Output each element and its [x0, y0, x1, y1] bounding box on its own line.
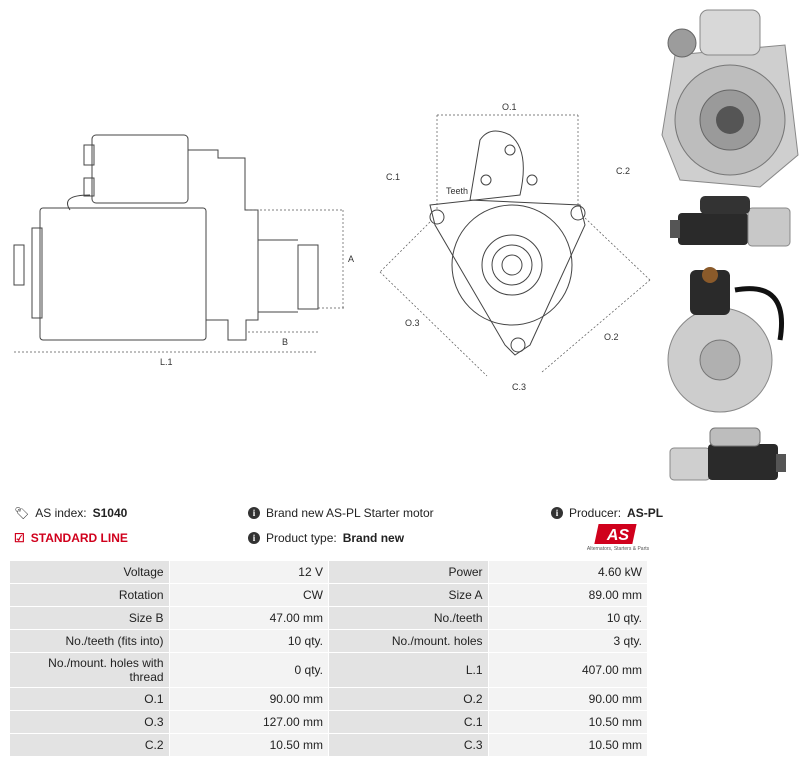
hole-c2: [570, 205, 586, 221]
spec-label: C.2: [9, 733, 170, 757]
spec-value: 10.50 mm: [487, 710, 649, 734]
spec-value: 12 V: [168, 560, 329, 584]
as-index-value: S1040: [92, 506, 128, 520]
info-icon: i: [248, 532, 260, 544]
product-line: ☑ STANDARD LINE: [14, 531, 128, 545]
drive-housing: [188, 149, 259, 341]
spec-label: Power: [327, 560, 489, 584]
product-type-label: Product type:: [266, 531, 337, 545]
hole-c1: [429, 209, 445, 225]
hole-c3: [510, 337, 526, 353]
as-index-label: AS index:: [35, 506, 87, 520]
dim-o2-label: O.2: [604, 332, 619, 342]
spec-label: Size A: [327, 583, 489, 607]
dim-b-label: B: [282, 337, 288, 347]
logo-tagline: Alternators, Starters & Parts: [586, 546, 650, 552]
spec-value: 3 qty.: [487, 629, 649, 653]
spec-value: 90.00 mm: [487, 687, 649, 711]
dim-teeth-label: Teeth: [446, 186, 468, 196]
dim-o1-label: O.1: [502, 102, 517, 112]
spec-value: 89.00 mm: [487, 583, 649, 607]
spec-label: C.3: [327, 733, 489, 757]
spec-value: 4.60 kW: [487, 560, 649, 584]
description: i Brand new AS-PL Starter motor: [248, 506, 434, 520]
dim-c3-label: C.3: [512, 382, 526, 392]
spec-label: O.2: [327, 687, 489, 711]
product-photo-side: [670, 196, 791, 247]
spec-label: O.1: [9, 687, 170, 711]
spec-label: O.3: [9, 710, 170, 734]
product-line-label: STANDARD LINE: [30, 531, 128, 545]
logo-text: AS: [606, 527, 630, 544]
info-icon: i: [551, 507, 563, 519]
spec-label: L.1: [327, 652, 489, 688]
dim-c1-label: C.1: [386, 172, 400, 182]
spec-label: No./mount. holes: [327, 629, 489, 653]
checkbox-icon: ☑: [14, 531, 25, 545]
spec-label: Rotation: [9, 583, 170, 607]
spec-value: 10.50 mm: [168, 733, 329, 757]
brand-logo: AS Alternators, Starters & Parts: [585, 522, 651, 554]
info-icon: i: [248, 507, 260, 519]
dim-c2-label: C.2: [616, 166, 630, 176]
dim-o3-label: O.3: [405, 318, 420, 328]
spec-value: 10 qty.: [168, 629, 329, 653]
table-row: No./teeth (fits into)10 qty.No./mount. h…: [9, 629, 649, 653]
spec-value: 407.00 mm: [487, 652, 649, 688]
rear-cap: [31, 227, 43, 319]
spec-value: 127.00 mm: [168, 710, 329, 734]
product-info: 🏷 AS index: S1040 ☑ STANDARD LINE i Bran…: [0, 500, 800, 558]
description-text: Brand new AS-PL Starter motor: [266, 506, 434, 520]
product-photo-rear: [667, 267, 784, 413]
terminal-bottom: [83, 177, 95, 197]
spec-value: 47.00 mm: [168, 606, 329, 630]
dim-l1-label: L.1: [160, 357, 173, 367]
logo-mark: AS: [594, 524, 637, 544]
spec-value: 10 qty.: [487, 606, 649, 630]
producer-label: Producer:: [569, 506, 622, 520]
as-index: 🏷 AS index: S1040: [14, 506, 127, 520]
spec-label: C.1: [327, 710, 489, 734]
spec-label: No./teeth (fits into): [9, 629, 170, 653]
product-photo-angle: [669, 427, 786, 481]
spec-value: 90.00 mm: [168, 687, 329, 711]
spec-value: 0 qty.: [168, 652, 329, 688]
spec-value: CW: [168, 583, 329, 607]
producer: i Producer: AS-PL: [551, 506, 663, 520]
flange-front-view: [429, 130, 586, 356]
pinion: [297, 244, 319, 310]
solenoid: [91, 134, 189, 204]
spec-label: No./teeth: [327, 606, 489, 630]
product-figure: L.1 A B O.1 O.2 O.3 C.1: [13, 9, 799, 481]
spec-label: Size B: [9, 606, 170, 630]
producer-value: AS-PL: [627, 506, 664, 520]
motor-body: [39, 207, 207, 341]
technical-drawing: L.1 A B O.1 O.2 O.3 C.1: [13, 102, 651, 392]
product-type: i Product type: Brand new: [248, 531, 404, 545]
rear-bolt: [13, 244, 25, 286]
terminal-top: [83, 144, 95, 166]
spec-value: 10.50 mm: [487, 733, 649, 757]
product-type-value: Brand new: [342, 531, 405, 545]
spec-label: No./mount. holes with thread: [9, 652, 170, 688]
spec-label: Voltage: [9, 560, 170, 584]
product-photo-front: [661, 9, 799, 188]
dim-a-label: A: [348, 254, 354, 264]
tag-icon: 🏷: [14, 506, 30, 520]
